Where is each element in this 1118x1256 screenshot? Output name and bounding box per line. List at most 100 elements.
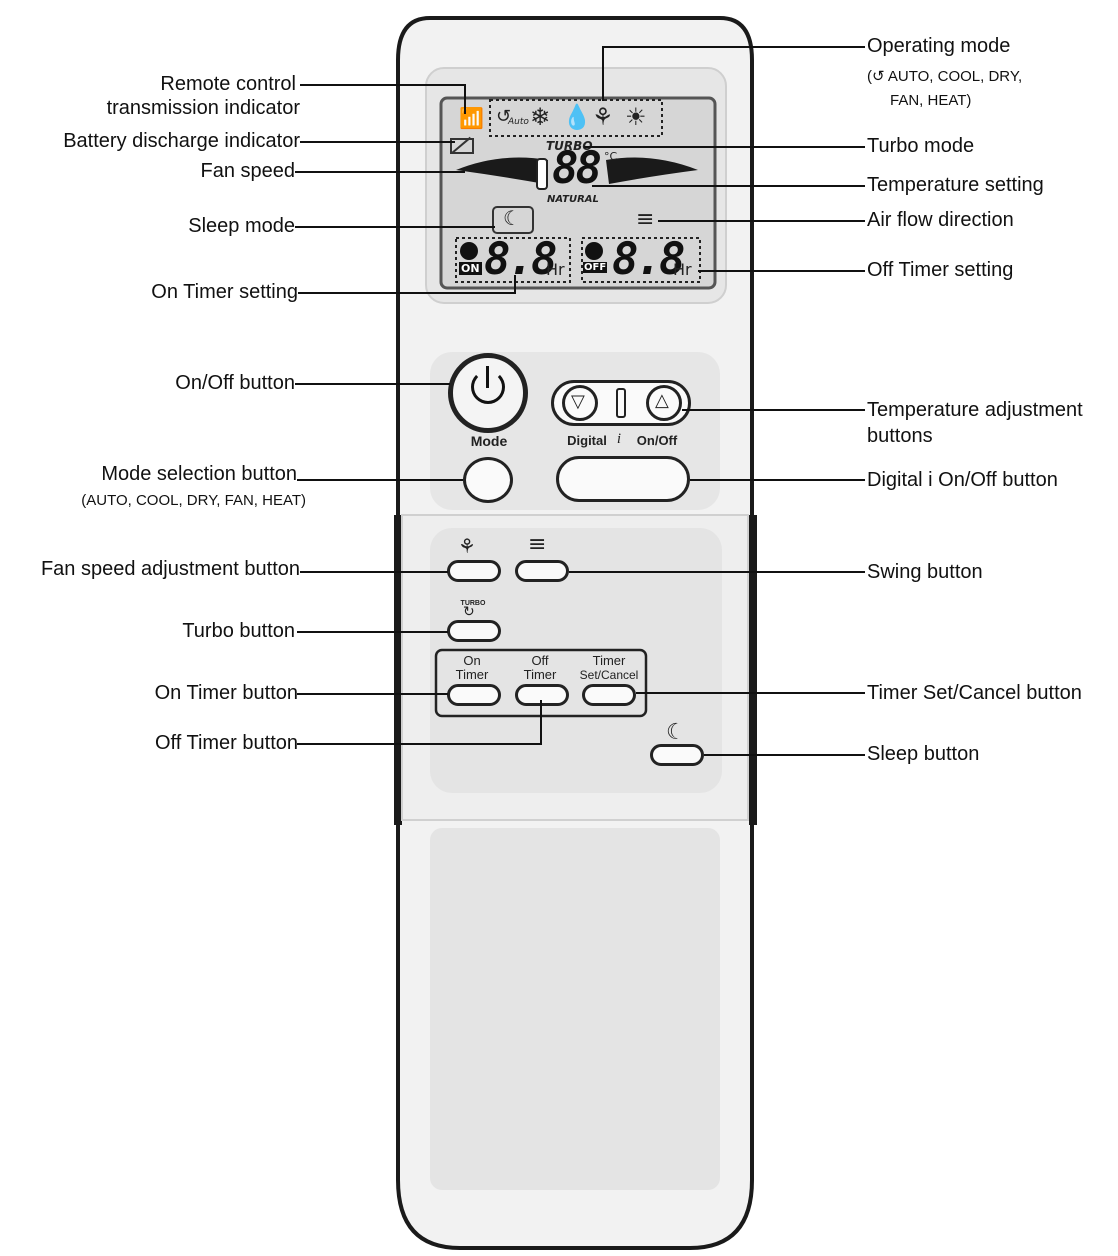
leader-line [592, 185, 865, 187]
label-temp-setting: Temperature setting [867, 174, 1044, 196]
temp-down-button[interactable] [562, 385, 598, 421]
digital-onoff-label: On/Off [636, 433, 678, 448]
on-tag: ON [459, 262, 482, 275]
label-mode-selection: Mode selection button [101, 463, 297, 485]
label-operating-mode-sub1: (↺ AUTO, COOL, DRY, [867, 68, 1023, 85]
fan-speed-button[interactable] [447, 560, 501, 582]
label-mode-selection-sub: (AUTO, COOL, DRY, FAN, HEAT) [81, 492, 306, 509]
leader-line [584, 146, 865, 148]
label-remote-indicator-1: Remote control [160, 73, 296, 95]
off-timer-button[interactable] [515, 684, 569, 706]
heat-sun-icon: ☀ [625, 103, 647, 131]
label-off-timer-button: Off Timer button [154, 732, 298, 754]
leader-line [295, 383, 450, 385]
power-icon [471, 370, 505, 404]
label-sleep-button: Sleep button [867, 743, 980, 765]
label-onoff-button: On/Off button [175, 372, 295, 394]
label-timer-set-cancel: Timer Set/Cancel button [867, 682, 1082, 704]
off-timer-label-2: Timer [523, 667, 557, 682]
off-hr: Hr [673, 260, 692, 279]
temp-unit: °C [604, 150, 618, 163]
leader-line [300, 84, 465, 86]
power-icon-bar [486, 366, 489, 388]
off-tag: OFF [583, 262, 608, 273]
leader-line [295, 171, 465, 173]
leader-line [698, 270, 865, 272]
label-on-timer-setting: On Timer setting [151, 281, 298, 303]
temp-digits: 88 [552, 143, 602, 194]
label-turbo-mode: Turbo mode [867, 135, 975, 157]
leader-line [682, 409, 865, 411]
on-hr: Hr [546, 260, 565, 279]
off-timer-digits: 8.8 [612, 234, 686, 285]
auto-label: Auto [508, 117, 529, 127]
on-timer-digits: 8.8 [484, 234, 558, 285]
swing-icon: ≡ [636, 207, 655, 232]
sleep-button[interactable] [650, 744, 704, 766]
cool-snowflake-icon: ❄ [530, 103, 551, 131]
timer-sc-label-2: Set/Cancel [579, 668, 639, 682]
clock-icon [585, 242, 603, 260]
fan-icon: ⚘ [592, 103, 614, 131]
label-fan-speed: Fan speed [200, 160, 295, 182]
battery-icon [450, 138, 474, 154]
down-triangle-icon: ▽ [571, 391, 585, 412]
leader-line [298, 292, 516, 294]
turbo-button[interactable] [447, 620, 501, 642]
thermometer-icon [536, 158, 548, 190]
digital-i-label: i [616, 431, 622, 447]
on-timer-label-1: On [463, 653, 481, 668]
label-operating-mode: Operating mode [867, 35, 1011, 57]
leader-line [636, 692, 865, 694]
label-turbo-button: Turbo button [182, 620, 295, 642]
mode-button[interactable] [463, 457, 513, 503]
sleep-moon-icon: ☾ [503, 206, 521, 230]
digital-label: Digital [567, 433, 607, 448]
label-off-timer-setting: Off Timer setting [867, 259, 1014, 281]
leader-line [602, 46, 604, 101]
off-timer-label-1: Off [531, 653, 549, 668]
label-sleep-mode: Sleep mode [188, 215, 295, 237]
leader-line [295, 226, 495, 228]
on-timer-label-2: Timer [455, 667, 489, 682]
timer-sc-label-1: Timer [592, 653, 626, 668]
label-operating-mode-sub2: FAN, HEAT) [890, 92, 972, 109]
leader-line [297, 631, 448, 633]
label-temp-adjust-1: Temperature adjustment [867, 399, 1083, 421]
temp-up-button[interactable] [646, 385, 682, 421]
leader-line [602, 46, 865, 48]
on-timer-button[interactable] [447, 684, 501, 706]
leader-line [540, 700, 542, 745]
label-swing: Swing button [867, 561, 983, 583]
turbo-small-label: TURBO [460, 600, 486, 607]
timer-set-cancel-button[interactable] [582, 684, 636, 706]
thermometer-icon [616, 388, 626, 418]
swing-button[interactable] [515, 560, 569, 582]
swing-icon: ≡ [528, 532, 547, 557]
leader-line [300, 141, 455, 143]
turbo-arrow-icon: ↻ [463, 604, 475, 620]
fan-icon: ⚘ [458, 534, 476, 558]
wifi-signal-icon: 📶 [459, 106, 484, 130]
natural-indicator: NATURAL [547, 194, 599, 205]
label-remote-indicator-2: transmission indicator [106, 97, 300, 119]
leader-line [704, 754, 865, 756]
leader-line [690, 479, 865, 481]
label-fan-speed-adjust: Fan speed adjustment button [40, 558, 300, 580]
label-digital-onoff: Digital i On/Off button [867, 469, 1058, 491]
leader-line [514, 275, 516, 294]
leader-line [297, 743, 542, 745]
leader-line [297, 479, 463, 481]
leader-line [658, 220, 865, 222]
leader-line [464, 84, 466, 114]
sleep-moon-icon: ☾ [666, 720, 686, 745]
up-triangle-icon: △ [655, 390, 669, 411]
dry-drop-icon: 💧 [562, 103, 592, 131]
digital-onoff-button[interactable] [556, 456, 690, 502]
label-temp-adjust-2: buttons [867, 425, 933, 447]
clock-icon [460, 242, 478, 260]
label-airflow: Air flow direction [867, 209, 1014, 231]
leader-line [300, 571, 448, 573]
turbo-indicator: TURBO [546, 139, 593, 153]
